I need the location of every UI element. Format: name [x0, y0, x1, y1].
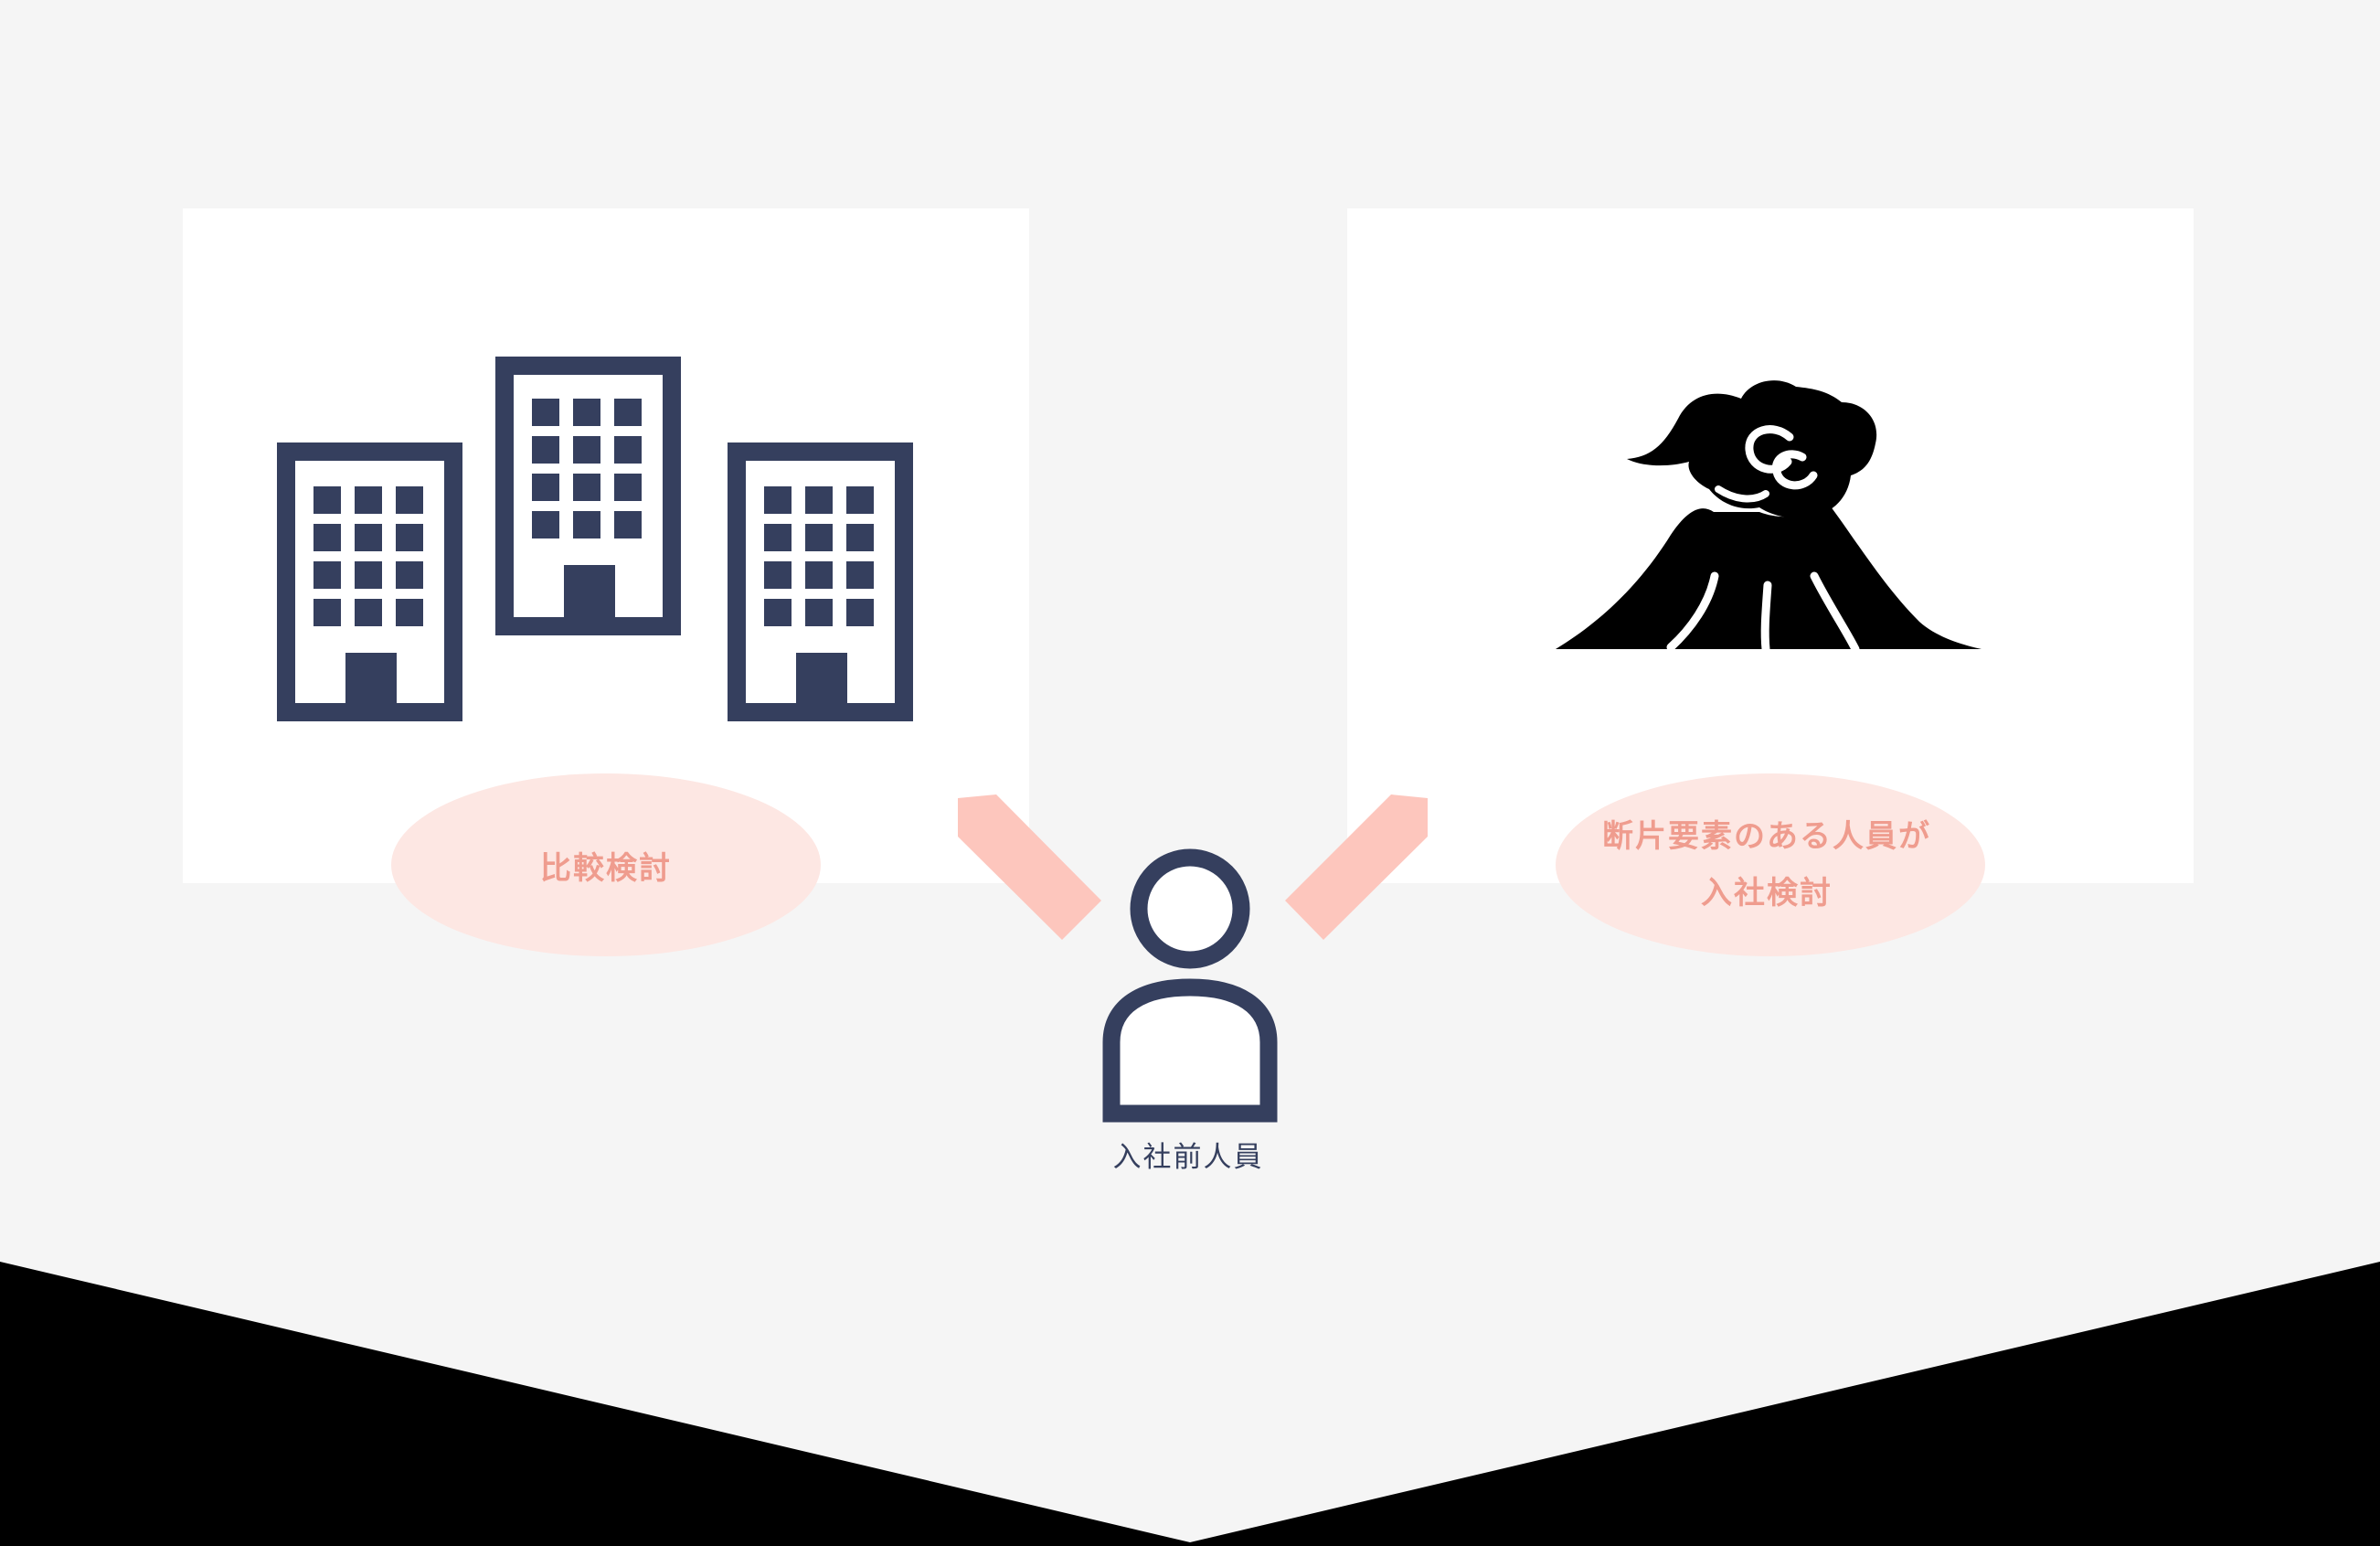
risk-label-line2: 入社検討 [1701, 875, 1833, 912]
compare-label: 比較検討 [540, 849, 672, 887]
person-label: 入社前人員 [1112, 1141, 1264, 1174]
risk-label: 断片要素のある人員が 入社検討 [1554, 775, 1980, 954]
office-buildings-icon [277, 357, 913, 721]
person-icon [1102, 848, 1278, 1123]
left-pointer-arrow [958, 794, 1101, 940]
right-pointer-arrow [1285, 794, 1428, 940]
risk-bubble [1556, 773, 1985, 956]
compare-bubble [391, 773, 821, 956]
volcano-eruption-icon [1556, 380, 1982, 654]
risk-label-line1: 断片要素のある人員が [1602, 818, 1931, 855]
